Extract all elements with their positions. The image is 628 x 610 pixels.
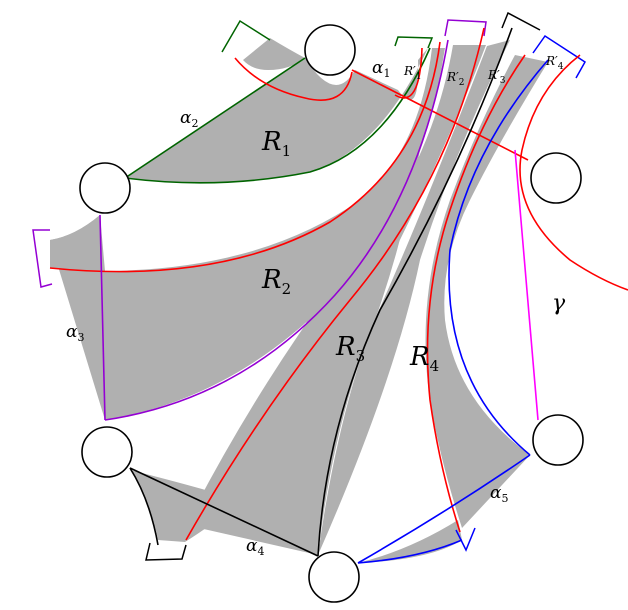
region-r2 [50, 48, 445, 420]
label-gamma: γ [552, 291, 566, 316]
puncture-right [530, 152, 582, 204]
curve-blue-bottom-sliver [357, 539, 463, 564]
bracket-blue-bottom-right [455, 527, 476, 552]
label-r4-prime: R′4 [545, 54, 564, 72]
curve-red-top-loop [234, 57, 353, 101]
puncture-bottom-right [532, 414, 584, 466]
brackets [32, 11, 586, 561]
bracket-green-top [394, 36, 434, 49]
curve-black-r3 [317, 27, 513, 557]
label-r1: R1 [261, 127, 291, 160]
curve-magenta-gamma [514, 149, 539, 421]
label-r1-prime: R′1 [403, 64, 422, 82]
curve-black-alpha4 [129, 467, 319, 557]
bracket-blue-top-right [532, 34, 586, 79]
label-alpha2: α2 [180, 108, 198, 130]
region-bottom-left-sliver [130, 470, 240, 542]
puncture-bottom [308, 551, 360, 603]
curves [49, 27, 628, 564]
puncture-bottom-left [81, 426, 133, 478]
curve-blue-alpha5 [357, 454, 531, 564]
label-alpha3: α3 [66, 322, 84, 344]
bracket-purple-left [32, 229, 53, 288]
bracket-black-bottom-left [145, 542, 187, 561]
labels: R1 R2 R3 R4 R′1 R′2 R′3 R′4 α1 α2 α3 α4 … [66, 54, 566, 558]
region-top-left-sliver [243, 38, 305, 70]
curve-blue-r4 [448, 59, 549, 456]
region-r2-left-sliver [50, 215, 104, 272]
region-r3-lower [186, 150, 420, 555]
region-r1 [125, 48, 428, 183]
region-bottom-right-sliver [358, 520, 462, 563]
curve-red-r2-top [49, 41, 441, 273]
bracket-green-top-left [221, 19, 271, 53]
bracket-black-top [501, 11, 541, 31]
label-r2-prime: R′2 [446, 70, 465, 88]
curve-red-r1-prime [394, 47, 423, 99]
label-r3-prime: R′3 [487, 68, 506, 86]
region-r3-prime [318, 40, 510, 555]
punctures [79, 24, 584, 603]
bracket-purple-top [444, 19, 487, 37]
curve-black-bottom-left-arc [129, 467, 159, 546]
curve-green-r1-boundary [124, 47, 431, 184]
label-r3: R3 [335, 332, 365, 365]
curve-green-alpha2 [124, 57, 306, 179]
label-r2: R2 [261, 265, 291, 298]
curve-red-far-right [519, 54, 628, 291]
curve-red-r4 [426, 54, 526, 533]
curve-purple-r2 [104, 39, 449, 421]
label-r4: R4 [409, 342, 439, 375]
label-alpha4: α4 [246, 536, 264, 558]
curve-red-r3 [185, 27, 485, 541]
puncture-top [304, 24, 356, 76]
label-alpha5: α5 [490, 483, 508, 505]
curve-red-alpha1 [351, 69, 529, 161]
puncture-left [79, 162, 131, 214]
shaded-regions [50, 38, 548, 563]
curve-purple-left [99, 214, 106, 421]
label-alpha1: α1 [372, 58, 390, 80]
region-r4 [425, 55, 548, 528]
